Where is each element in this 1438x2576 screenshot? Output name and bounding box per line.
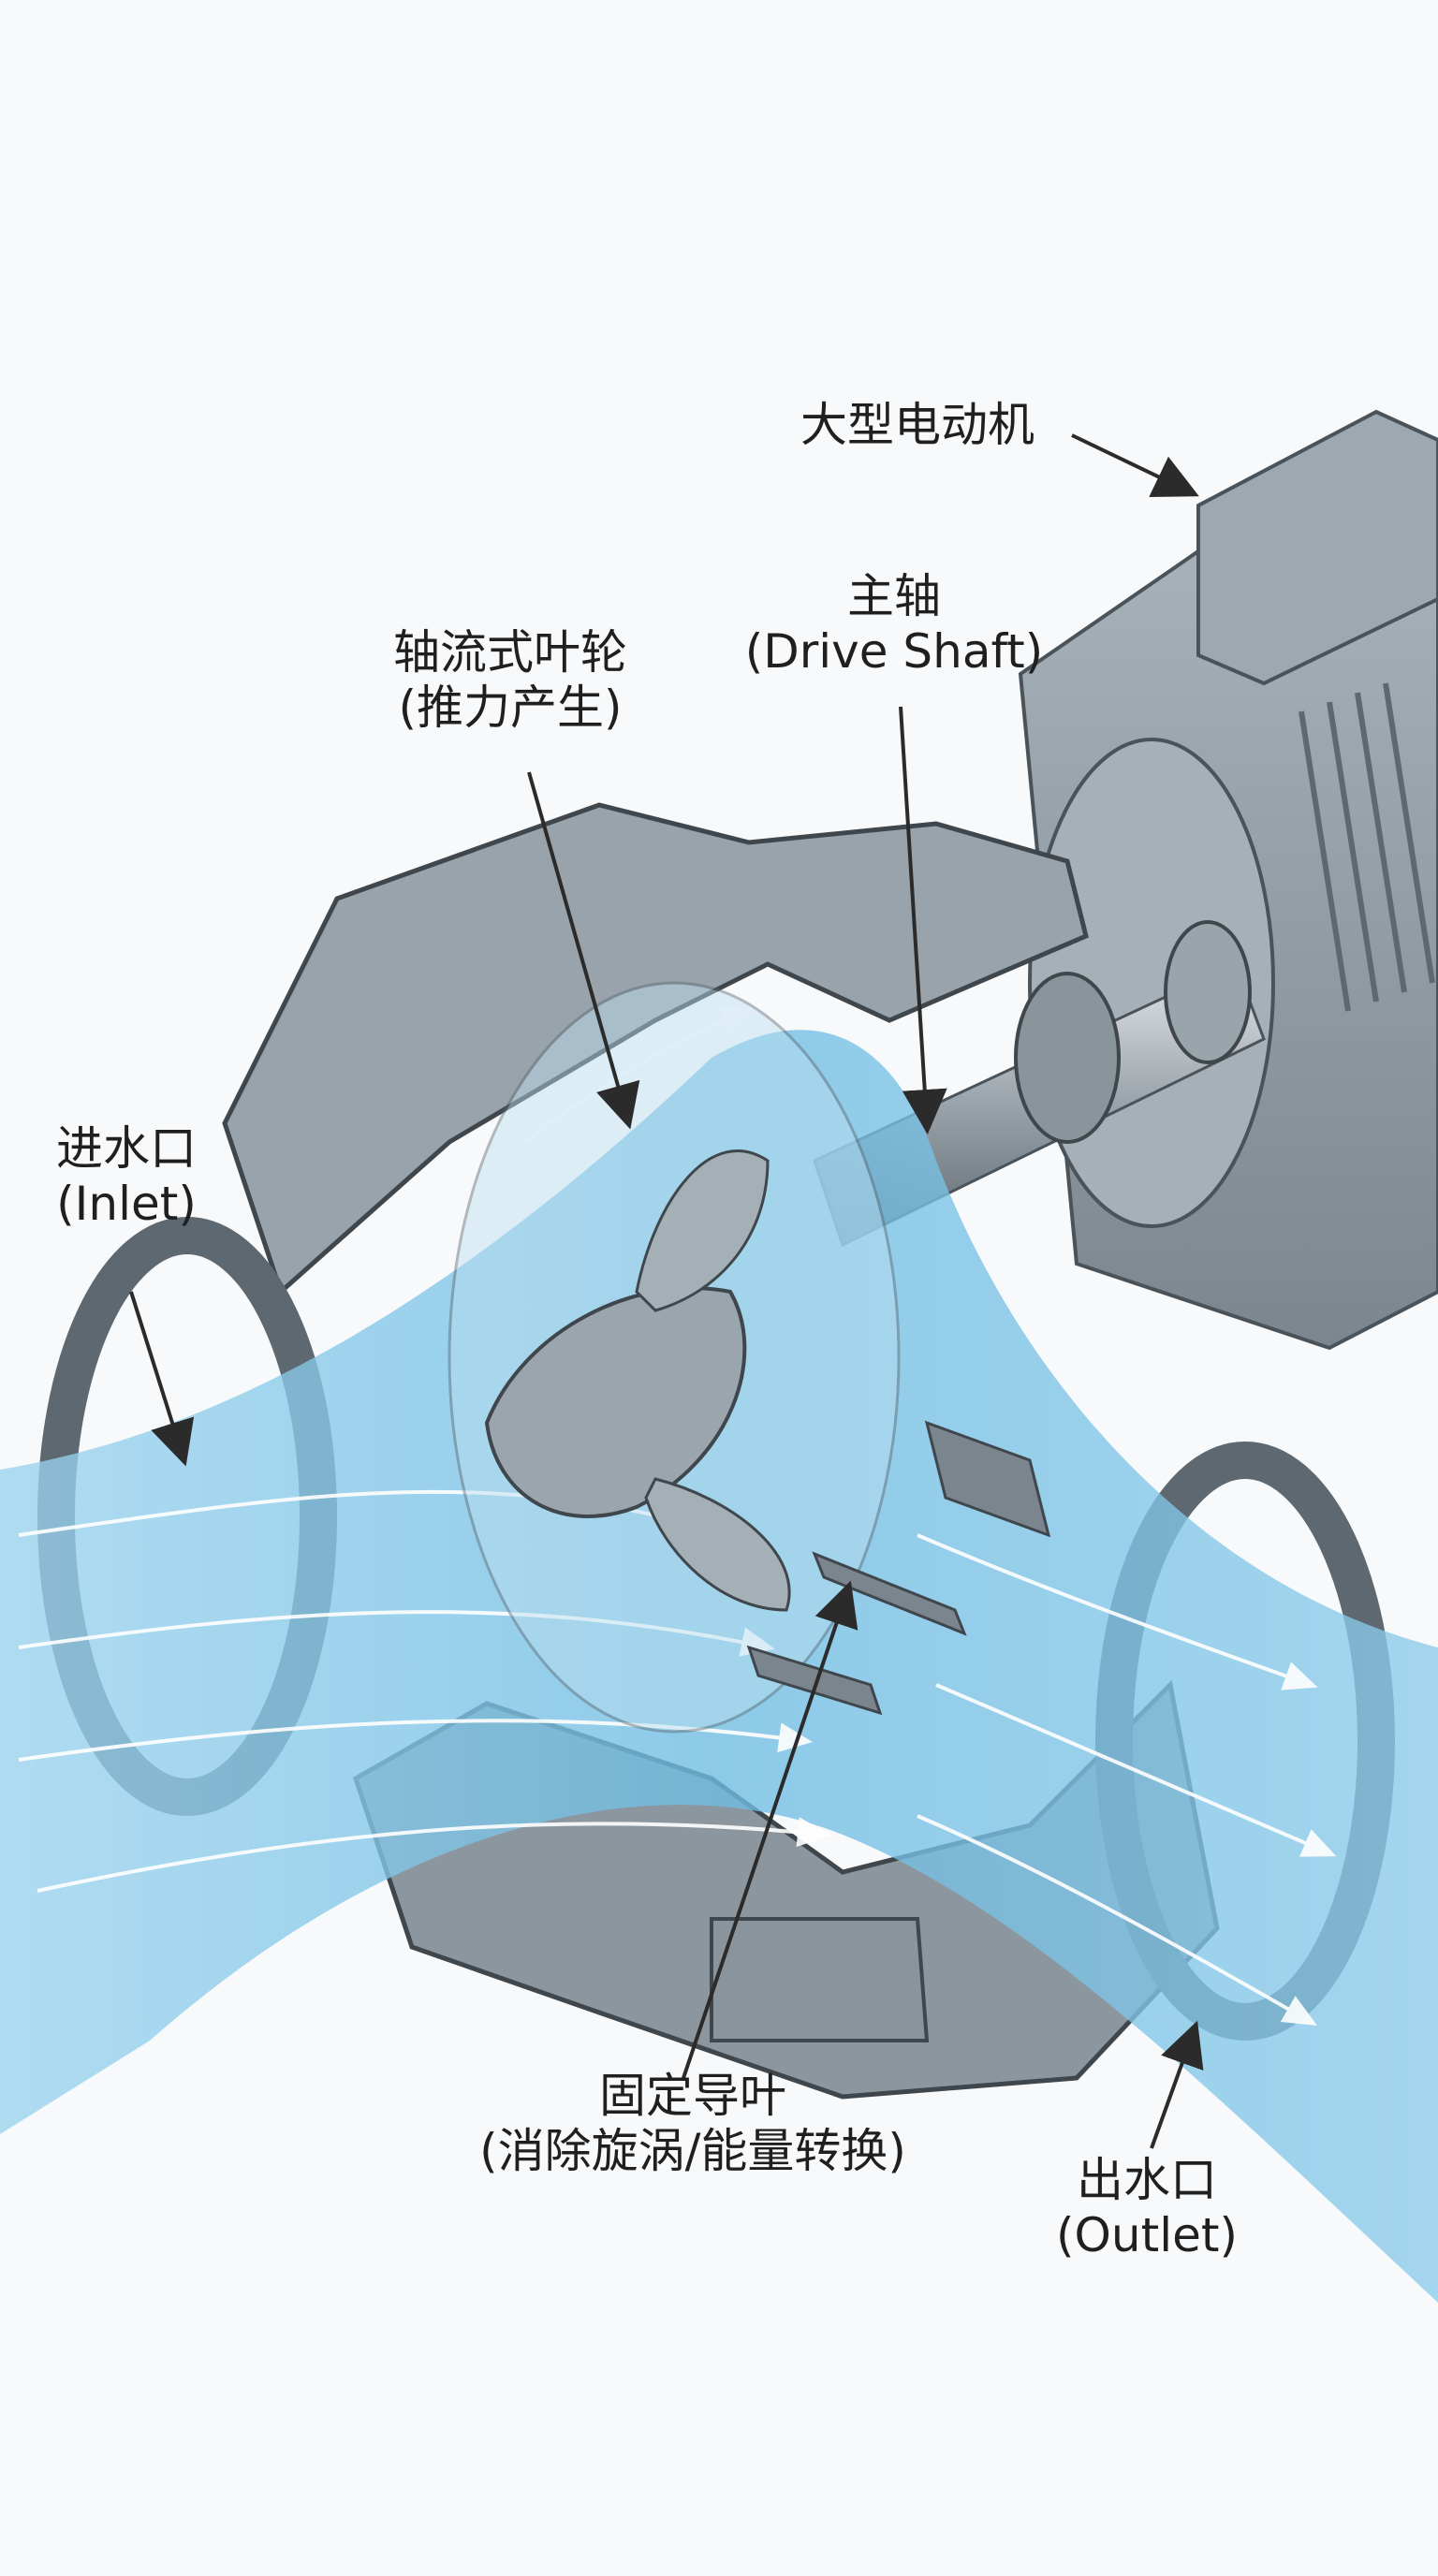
outlet-label: 出水口 (Outlet) [1034,2153,1259,2263]
shaft-label: 主轴 (Drive Shaft) [730,569,1058,680]
outlet-label-line2: (Outlet) [1056,2208,1238,2262]
inlet-label: 进水口 (Inlet) [19,1121,234,1232]
impeller-leader [527,771,640,1130]
guide-vane-leader [682,1580,858,2079]
support-foot [710,1917,930,2042]
motor-leader [1071,433,1199,498]
impeller-blade-1 [635,1149,770,1312]
inlet-label-line1: 进水口 [56,1121,197,1176]
shaft-leader [899,706,947,1134]
bearing-2 [1164,920,1252,1064]
impeller-label: 轴流式叶轮 (推力产生) [346,625,674,736]
motor-label: 大型电动机 [763,398,1072,453]
motor [1018,409,1438,1351]
inlet-leader [129,1291,195,1467]
casing-upper [222,802,1089,1296]
axial-impeller [448,981,901,1734]
guide-vane-3 [746,1645,883,1716]
guide-vanes-label: 固定导叶 (消除旋涡/能量转换) [412,2069,974,2179]
cooling-fins [1299,682,1435,1012]
water-stream [0,1030,1438,2303]
inlet-label-line2: (Inlet) [56,1177,197,1231]
outlet-label-line1: 出水口 [1077,2153,1217,2207]
guide-vanes-label-line2: (消除旋涡/能量转换) [479,2124,906,2178]
leader-lines [129,433,1204,2149]
shaft-label-line1: 主轴 [847,569,941,623]
bearing-1 [1014,972,1121,1144]
terminal-box [1196,409,1438,686]
fixed-guide-vanes [746,1420,1051,1716]
impeller-hub [484,1286,747,1518]
guide-vane-2 [924,1420,1051,1538]
shaft-label-line2: (Drive Shaft) [744,624,1044,679]
impeller-label-line1: 轴流式叶轮 [393,625,627,680]
outlet-leader [1150,2020,1204,2149]
impeller-label-line2: (推力产生) [398,681,623,735]
guide-vane-1 [812,1551,967,1636]
guide-vanes-label-line1: 固定导叶 [599,2069,786,2123]
motor-label-line1: 大型电动机 [800,398,1034,452]
impeller-blade-2 [644,1477,791,1612]
